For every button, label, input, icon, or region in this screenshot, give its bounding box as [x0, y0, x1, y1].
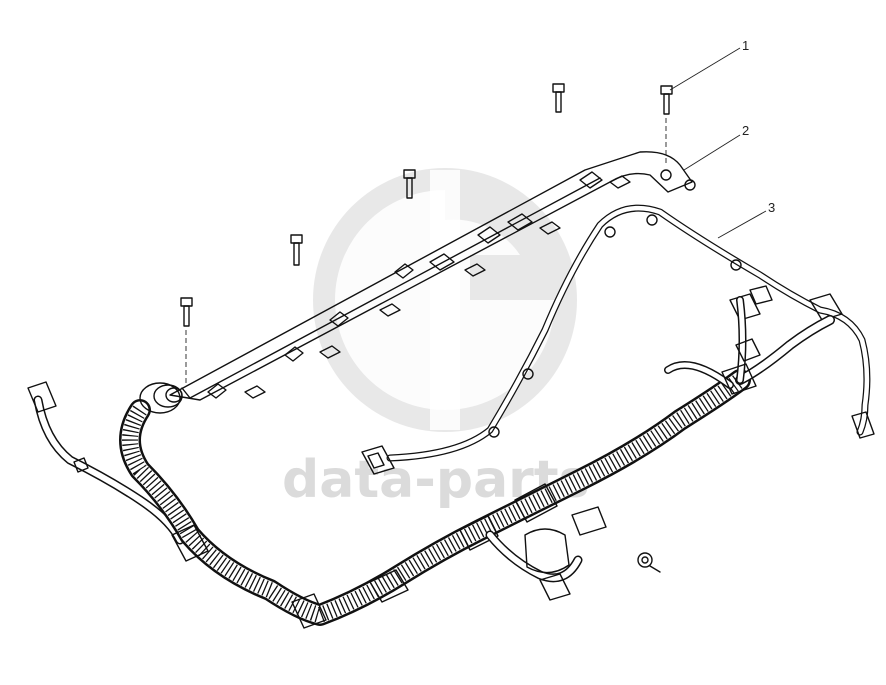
part-1-bolts	[180, 83, 673, 385]
callout-2: 2	[683, 123, 749, 171]
bolt	[552, 83, 565, 113]
bolt	[660, 85, 673, 115]
bolt	[290, 234, 303, 266]
callout-1: 1	[669, 38, 749, 91]
bolt	[180, 297, 193, 327]
part-2-harness-rail	[169, 151, 696, 401]
part-3-sensor-loom	[361, 204, 875, 475]
callout-3: 3	[717, 200, 775, 239]
watermark-logo-bar	[430, 170, 460, 430]
main-harness	[27, 296, 835, 629]
callout-label: 2	[742, 123, 749, 138]
callout-label: 1	[742, 38, 749, 53]
bolt	[403, 169, 416, 199]
callout-label: 3	[768, 200, 775, 215]
